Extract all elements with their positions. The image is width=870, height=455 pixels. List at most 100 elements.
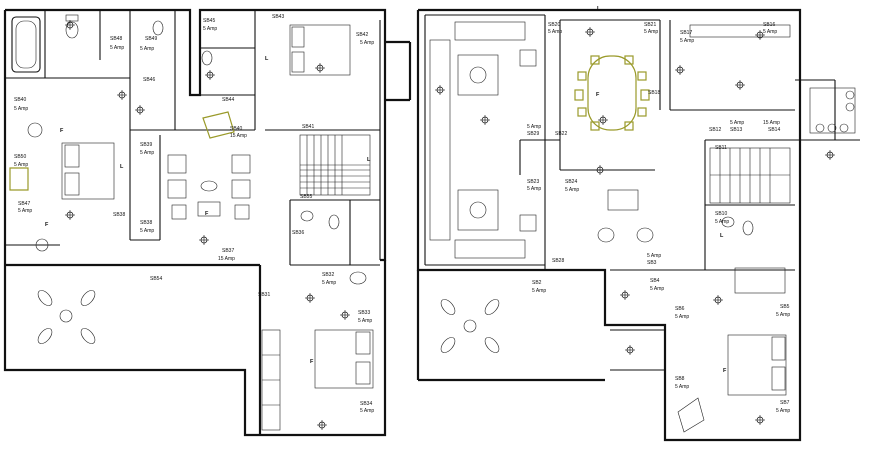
circuit-label-rsb11: SB11 <box>715 145 727 151</box>
circuit-label-sb50amp: 5 Amp <box>14 162 28 168</box>
light-marker: L <box>597 6 601 12</box>
circuit-label-rsb28: SB28 <box>552 258 564 264</box>
circuit-label-rsb23: SB23 <box>527 179 539 185</box>
circuit-label-sb48amp: 5 Amp <box>110 45 124 51</box>
fan-marker: F <box>596 92 600 98</box>
circuit-label-rsb2: SB2 <box>532 280 542 286</box>
circuit-label-sb38bamp: 5 Amp <box>140 228 154 234</box>
circuit-label-rsb21: SB21 <box>644 22 656 28</box>
circuit-label-rsb14amp: 15 Amp <box>763 120 780 126</box>
circuit-label-rsb6: SB6 <box>675 306 685 312</box>
light-marker: L <box>120 164 124 170</box>
light-marker: L <box>265 56 269 62</box>
circuit-label-sb43: SB43 <box>272 14 284 20</box>
circuit-label-sb34: SB34 <box>360 401 372 407</box>
circuit-label-rsb16: SB16 <box>763 22 775 28</box>
left-floor-plan <box>3 8 412 437</box>
circuit-label-rsb7amp: 5 Amp <box>776 408 790 414</box>
fan-marker: F <box>60 128 64 134</box>
circuit-label-sb38b: SB38 <box>140 220 152 226</box>
circuit-label-sb33amp: 5 Amp <box>358 318 372 324</box>
circuit-label-sb40: SB40 <box>14 97 26 103</box>
circuit-label-rsb5: SB5 <box>780 304 790 310</box>
circuit-label-rsb23amp: 5 Amp <box>527 186 541 192</box>
circuit-label-sb42: SB42 <box>356 32 368 38</box>
circuit-label-rsb17amp: 5 Amp <box>680 38 694 44</box>
circuit-label-rsb10amp: 5 Amp <box>715 219 729 225</box>
circuit-label-sb32: SB32 <box>322 272 334 278</box>
fixture-markers: F F F F F F L L L L L <box>45 6 835 430</box>
circuit-label-sb45amp: 5 Amp <box>203 26 217 32</box>
fan-marker: F <box>723 368 727 374</box>
right-verandah-fixtures <box>440 299 500 353</box>
circuit-label-rsb13: SB13 <box>730 127 742 133</box>
circuit-label-rsb29amp: 5 Amp <box>527 124 541 130</box>
dining-table <box>574 55 650 131</box>
circuit-label-sb46: SB46 <box>143 77 155 83</box>
circuit-label-rsb3: SB3 <box>647 260 657 266</box>
circuit-label-rsb5amp: 5 Amp <box>776 312 790 318</box>
right-stair <box>709 147 791 204</box>
circuit-label-rsb7: SB7 <box>780 400 790 406</box>
circuit-label-rsb24: SB24 <box>565 179 577 185</box>
fan-marker: F <box>45 222 49 228</box>
circuit-label-rsb16amp: 5 Amp <box>763 29 777 35</box>
light-marker: L <box>367 157 371 163</box>
left-verandah-fixtures <box>37 290 96 344</box>
circuit-label-sb37: SB37 <box>222 248 234 254</box>
circuit-label-rsb3amp: 5 Amp <box>647 253 661 259</box>
circuit-label-sb33: SB33 <box>358 310 370 316</box>
circuit-label-sb38: SB38 <box>113 212 125 218</box>
fan-marker: F <box>205 211 209 217</box>
circuit-label-sb49amp: 5 Amp <box>140 46 154 52</box>
circuit-label-rsb6amp: 5 Amp <box>675 314 689 320</box>
circuit-label-rsb18: SB18 <box>648 90 660 96</box>
circuit-label-rsb17: SB17 <box>680 30 692 36</box>
fan-marker: F <box>310 359 314 365</box>
circuit-label-sb40amp: 5 Amp <box>14 106 28 112</box>
circuit-label-rsb10: SB10 <box>715 211 727 217</box>
light-marker: L <box>720 233 724 239</box>
circuit-label-rsb4: SB4 <box>650 278 660 284</box>
circuit-label-sb39: SB39 <box>140 142 152 148</box>
circuit-label-rsb24amp: 5 Amp <box>565 187 579 193</box>
circuit-label-sb44: SB44 <box>222 97 234 103</box>
circuit-label-sb34amp: 5 Amp <box>360 408 374 414</box>
circuit-label-sb36: SB36 <box>292 230 304 236</box>
circuit-label-rsb14: SB14 <box>768 127 780 133</box>
circuit-label-sb48: SB48 <box>110 36 122 42</box>
circuit-label-sb42amp: 5 Amp <box>360 40 374 46</box>
circuit-label-rsb20amp: 5 Amp <box>548 29 562 35</box>
circuit-label-sb31: SB31 <box>258 292 270 298</box>
circuit-label-sb40bamp: 15 Amp <box>230 133 247 139</box>
circuit-label-sb49: SB49 <box>145 36 157 42</box>
living-seating <box>167 154 251 220</box>
circuit-label-rsb22: SB22 <box>555 131 567 137</box>
circuit-label-rsb13amp: 5 Amp <box>730 120 744 126</box>
circuit-label-rsb4amp: 5 Amp <box>650 286 664 292</box>
circuit-label-rsb29: SB29 <box>527 131 539 137</box>
circuit-label-rsb21amp: 5 Amp <box>644 29 658 35</box>
circuit-label-sb47amp: 5 Amp <box>18 208 32 214</box>
circuit-label-sb54: SB54 <box>150 276 162 282</box>
circuit-label-sb50: SB50 <box>14 154 26 160</box>
circuit-label-rsb20: SB20 <box>548 22 560 28</box>
circuit-label-sb55: SB55 <box>300 194 312 200</box>
circuit-label-rsb8amp: 5 Amp <box>675 384 689 390</box>
circuit-label-sb32amp: 5 Amp <box>322 280 336 286</box>
circuit-label-sb45: SB45 <box>203 18 215 24</box>
circuit-label-sb47: SB47 <box>18 201 30 207</box>
circuit-label-sb37amp: 15 Amp <box>218 256 235 262</box>
circuit-label-sb40b: SB40 <box>230 126 242 132</box>
circuit-label-sb41: SB41 <box>302 124 314 130</box>
right-floor-plan <box>416 8 860 442</box>
circuit-label-rsb2amp: 5 Amp <box>532 288 546 294</box>
circuit-label-rsb8: SB8 <box>675 376 685 382</box>
left-stair <box>299 134 371 196</box>
right-living-seating <box>429 21 537 259</box>
circuit-label-sb39amp: 5 Amp <box>140 150 154 156</box>
circuit-label-rsb12: SB12 <box>709 127 721 133</box>
